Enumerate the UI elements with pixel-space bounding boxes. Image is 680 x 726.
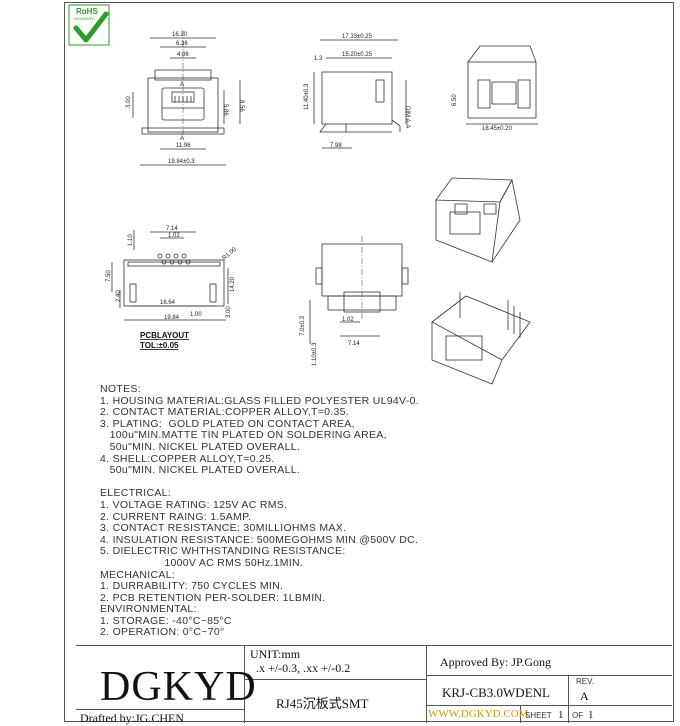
note-line: 2. CONTACT MATERIAL:COPPER ALLOY,T=0.35. xyxy=(100,406,350,419)
pcb-layout-title: PCBLAYOUT xyxy=(140,331,189,340)
bottom-view: 7.0±0.3 1.10±0.3 1.02 7.14 xyxy=(300,236,409,366)
specifications-notes: NOTES:1. HOUSING MATERIAL:GLASS FILLED P… xyxy=(100,383,419,639)
iso-front-3d xyxy=(435,177,521,263)
tb-divider-unit xyxy=(244,679,426,680)
tb-divider-1 xyxy=(244,645,245,723)
drawing-sheet xyxy=(64,2,674,722)
tb-divider-drafted xyxy=(76,709,244,710)
dimension-label: A xyxy=(180,136,184,142)
sheet-total: 1 xyxy=(588,709,594,721)
note-line: 1. DURRABILITY: 750 CYCLES MIN. xyxy=(100,580,284,593)
tb-divider-rev xyxy=(568,675,569,723)
rev-value: A xyxy=(580,689,589,703)
note-line: NOTES: xyxy=(100,383,141,395)
tb-divider-2 xyxy=(426,645,427,723)
dimension-label: A xyxy=(180,82,184,88)
dimension-label: 1.02 xyxy=(168,233,180,239)
dimension-label: 7.14 xyxy=(166,226,178,232)
dimension-label: 7.0±0.3 xyxy=(300,315,306,336)
note-line: 2. CURRENT RAING: 1.5AMP. xyxy=(100,510,252,523)
dimension-label: 8.56 xyxy=(238,100,244,112)
dimension-label: 6.36 xyxy=(176,41,188,47)
dimension-label: 1.3 xyxy=(314,56,323,62)
tolerance-text: .x +/-0.3, .xx +/-0.2 xyxy=(256,661,351,675)
note-line: 3. CONTACT RESISTANCE: 30MILLIOHMS MAX. xyxy=(100,522,347,535)
rohs-badge: RoHS 2002/95/EC xyxy=(68,4,126,48)
dimension-label: 19.84±0.3 xyxy=(168,159,195,165)
dimension-label: 7.50 xyxy=(106,270,112,282)
rohs-mark: RoHS xyxy=(76,7,98,16)
part-number: KRJ-CB3.0WDENL xyxy=(442,685,550,700)
iso-bottom-3d xyxy=(431,292,531,385)
dimension-label: 6.50 xyxy=(452,94,458,106)
pcb-layout-tolerance: TOL:±0.05 xyxy=(140,341,179,350)
dimension-label: R1.00 xyxy=(222,246,239,261)
note-line: MECHANICAL: xyxy=(100,568,176,581)
dimension-label: 1.00 xyxy=(190,312,202,318)
dimension-label: 11.40±0.3 xyxy=(304,83,310,110)
sheet-of: OF xyxy=(572,711,584,720)
front-view: 16.20 6.36 4.06 3.00 5.86 8.56 11.96 19.… xyxy=(126,30,244,166)
note-line: 3. PLATING: GOLD PLATED ON CONTACT AREA, xyxy=(100,417,355,430)
note-line: 2. OPERATION: 0°C~70° xyxy=(100,626,225,639)
company-website: WWW.DGKYD.COM xyxy=(428,708,529,720)
note-line: 4. SHELL:COPPER ALLOY,T=0.25. xyxy=(100,452,275,465)
drafted-by: Drafted by:JG.CHEN xyxy=(80,711,184,725)
note-line: 1. STORAGE: -40°C~85°C xyxy=(100,614,232,627)
dimension-label: 7.14 xyxy=(348,341,360,347)
dimension-label: 17.33±0.25 xyxy=(342,34,373,40)
sheet-label: SHEET xyxy=(525,711,552,720)
note-line: 50u"MIN. NICKEL PLATED OVERALL. xyxy=(100,464,301,477)
dimension-label: 15.20±0.25 xyxy=(342,52,373,58)
tb-border-top xyxy=(76,645,672,646)
dimension-label: 11.96 xyxy=(176,143,191,149)
dimension-label: 7.98 xyxy=(330,143,342,149)
dimension-label: 14.20 xyxy=(230,276,236,292)
note-line: 4. INSULATION RESISTANCE: 500MEGOHMS MIN… xyxy=(100,533,419,546)
rohs-check-icon xyxy=(68,4,110,46)
note-line: ELECTRICAL: xyxy=(100,487,171,500)
company-brand: DGKYD xyxy=(100,664,257,710)
dimension-label: 3.00 xyxy=(126,96,132,108)
note-line: 5. DIELECTRIC WHTHSTANDING RESISTANCE: xyxy=(100,545,346,558)
note-line: 100u"MIN.MATTE TIN PLATED ON SOLDERING A… xyxy=(100,429,387,442)
dimension-label: 1.10 xyxy=(128,234,134,246)
note-line: 1. HOUSING MATERIAL:GLASS FILLED POLYEST… xyxy=(100,394,419,407)
iso-top-view: 6.50 18.45±0.20 xyxy=(452,45,538,132)
note-line: 2. PCB RETENTION PER-SOLDER: 1LBMIN. xyxy=(100,591,326,604)
dimension-label: 1.10±0.3 xyxy=(312,342,318,366)
tb-divider-sheet xyxy=(520,705,521,723)
dimension-label: 16.20 xyxy=(172,32,188,38)
tb-divider-approved xyxy=(426,675,672,676)
dimension-label: 5.86 xyxy=(222,104,228,116)
title-block: DGKYD Drafted by:JG.CHEN UNIT:mm .x +/-0… xyxy=(76,645,672,725)
side-view: 17.33±0.25 15.20±0.25 1.3 11.40±0.3 DIM … xyxy=(304,34,410,149)
note-line: 1000V AC RMS 50Hz.1MIN. xyxy=(100,556,304,569)
dimension-label: 1.02 xyxy=(342,317,354,323)
note-line: 1. VOLTAGE RATING: 125V AC RMS. xyxy=(100,498,288,511)
pcb-layout: 7.14 1.02 1.10 R1.00 7.50 14.20 2.40 16.… xyxy=(106,226,238,321)
unit-label: UNIT:mm xyxy=(250,647,301,661)
dimension-label: 16.64 xyxy=(160,300,176,306)
dimension-label: 19.84 xyxy=(164,315,180,321)
rohs-sub: 2002/95/EC xyxy=(74,16,96,21)
note-line: 50u"MIN. NICKEL PLATED OVERALL. xyxy=(100,440,301,453)
rev-label: REV. xyxy=(576,677,594,686)
tb-divider-part xyxy=(426,705,672,706)
approved-by: Approved By: JP.Gong xyxy=(440,655,552,669)
sheet-number: 1 xyxy=(558,709,564,721)
drawing-title: RJ45沉板式SMT xyxy=(276,696,369,711)
dimension-label: 3.00 xyxy=(226,306,232,318)
dimension-label: 2.40 xyxy=(116,290,122,302)
note-line: ENVIRONMENTAL: xyxy=(100,603,197,616)
dimension-label: 18.45±0.20 xyxy=(482,126,513,132)
dimension-label: 4.06 xyxy=(177,52,189,58)
dimension-label: DIM A-A xyxy=(404,106,410,128)
